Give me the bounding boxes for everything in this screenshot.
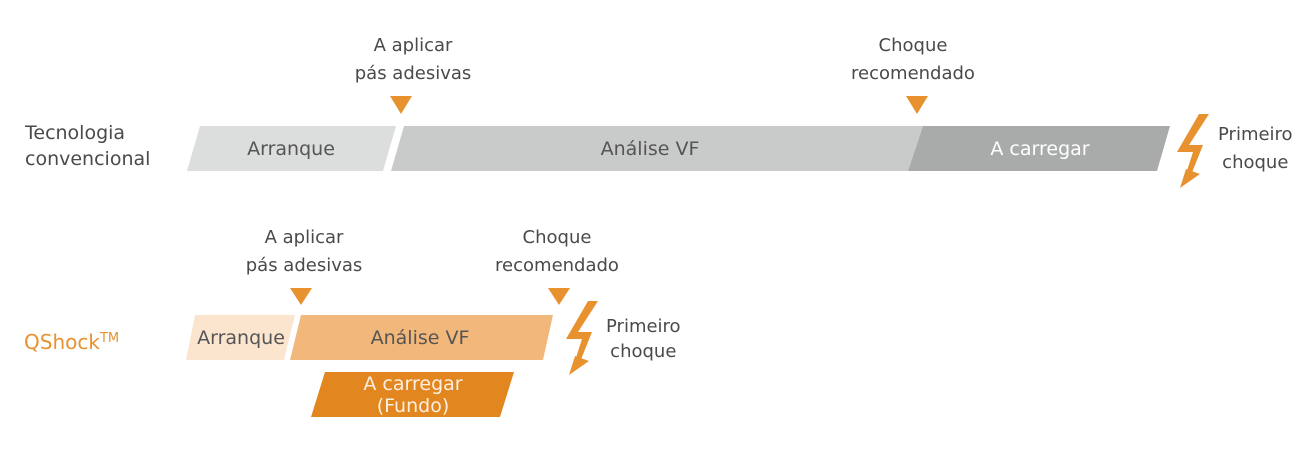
q-start-bar-label: Arranque [197,327,285,349]
q-pads-triangle-icon [290,288,312,305]
conv-charge-bar [908,126,1170,171]
q-charge-bar-label: A carregar (Fundo) [363,373,463,417]
q-first-shock-label: Primeiro choque [606,316,681,362]
conv-analysis-bar-label: Análise VF [600,138,700,160]
q-lightning-bolt-icon [566,301,598,375]
conv-charge-bar-label: A carregar [990,138,1090,160]
conv-pads-marker-label: A aplicar pás adesivas [354,35,472,84]
conv-pads-triangle-icon [390,96,412,114]
conv-start-bar-label: Arranque [247,138,335,160]
q-pads-marker-label: A aplicar pás adesivas [245,227,363,276]
q-charge-bar [311,372,514,417]
conv-first-shock-label: Primeiro choque [1218,124,1293,173]
q-analysis-bar [290,315,553,360]
conv-row-label: Tecnologia convencional [25,122,151,170]
q-analysis-bar-label: Análise VF [370,327,470,349]
qshock-row-label: QShockTM [24,330,120,354]
q-shock-marker-label: Choque recomendado [495,227,619,276]
q-shock-triangle-icon [548,288,570,305]
conv-lightning-bolt-icon [1177,114,1209,188]
conv-shock-marker-label: Choque recomendado [851,35,975,84]
conv-shock-triangle-icon [906,96,928,114]
q-start-bar [186,315,295,360]
conv-analysis-bar [391,126,923,171]
conv-start-bar [187,126,396,171]
